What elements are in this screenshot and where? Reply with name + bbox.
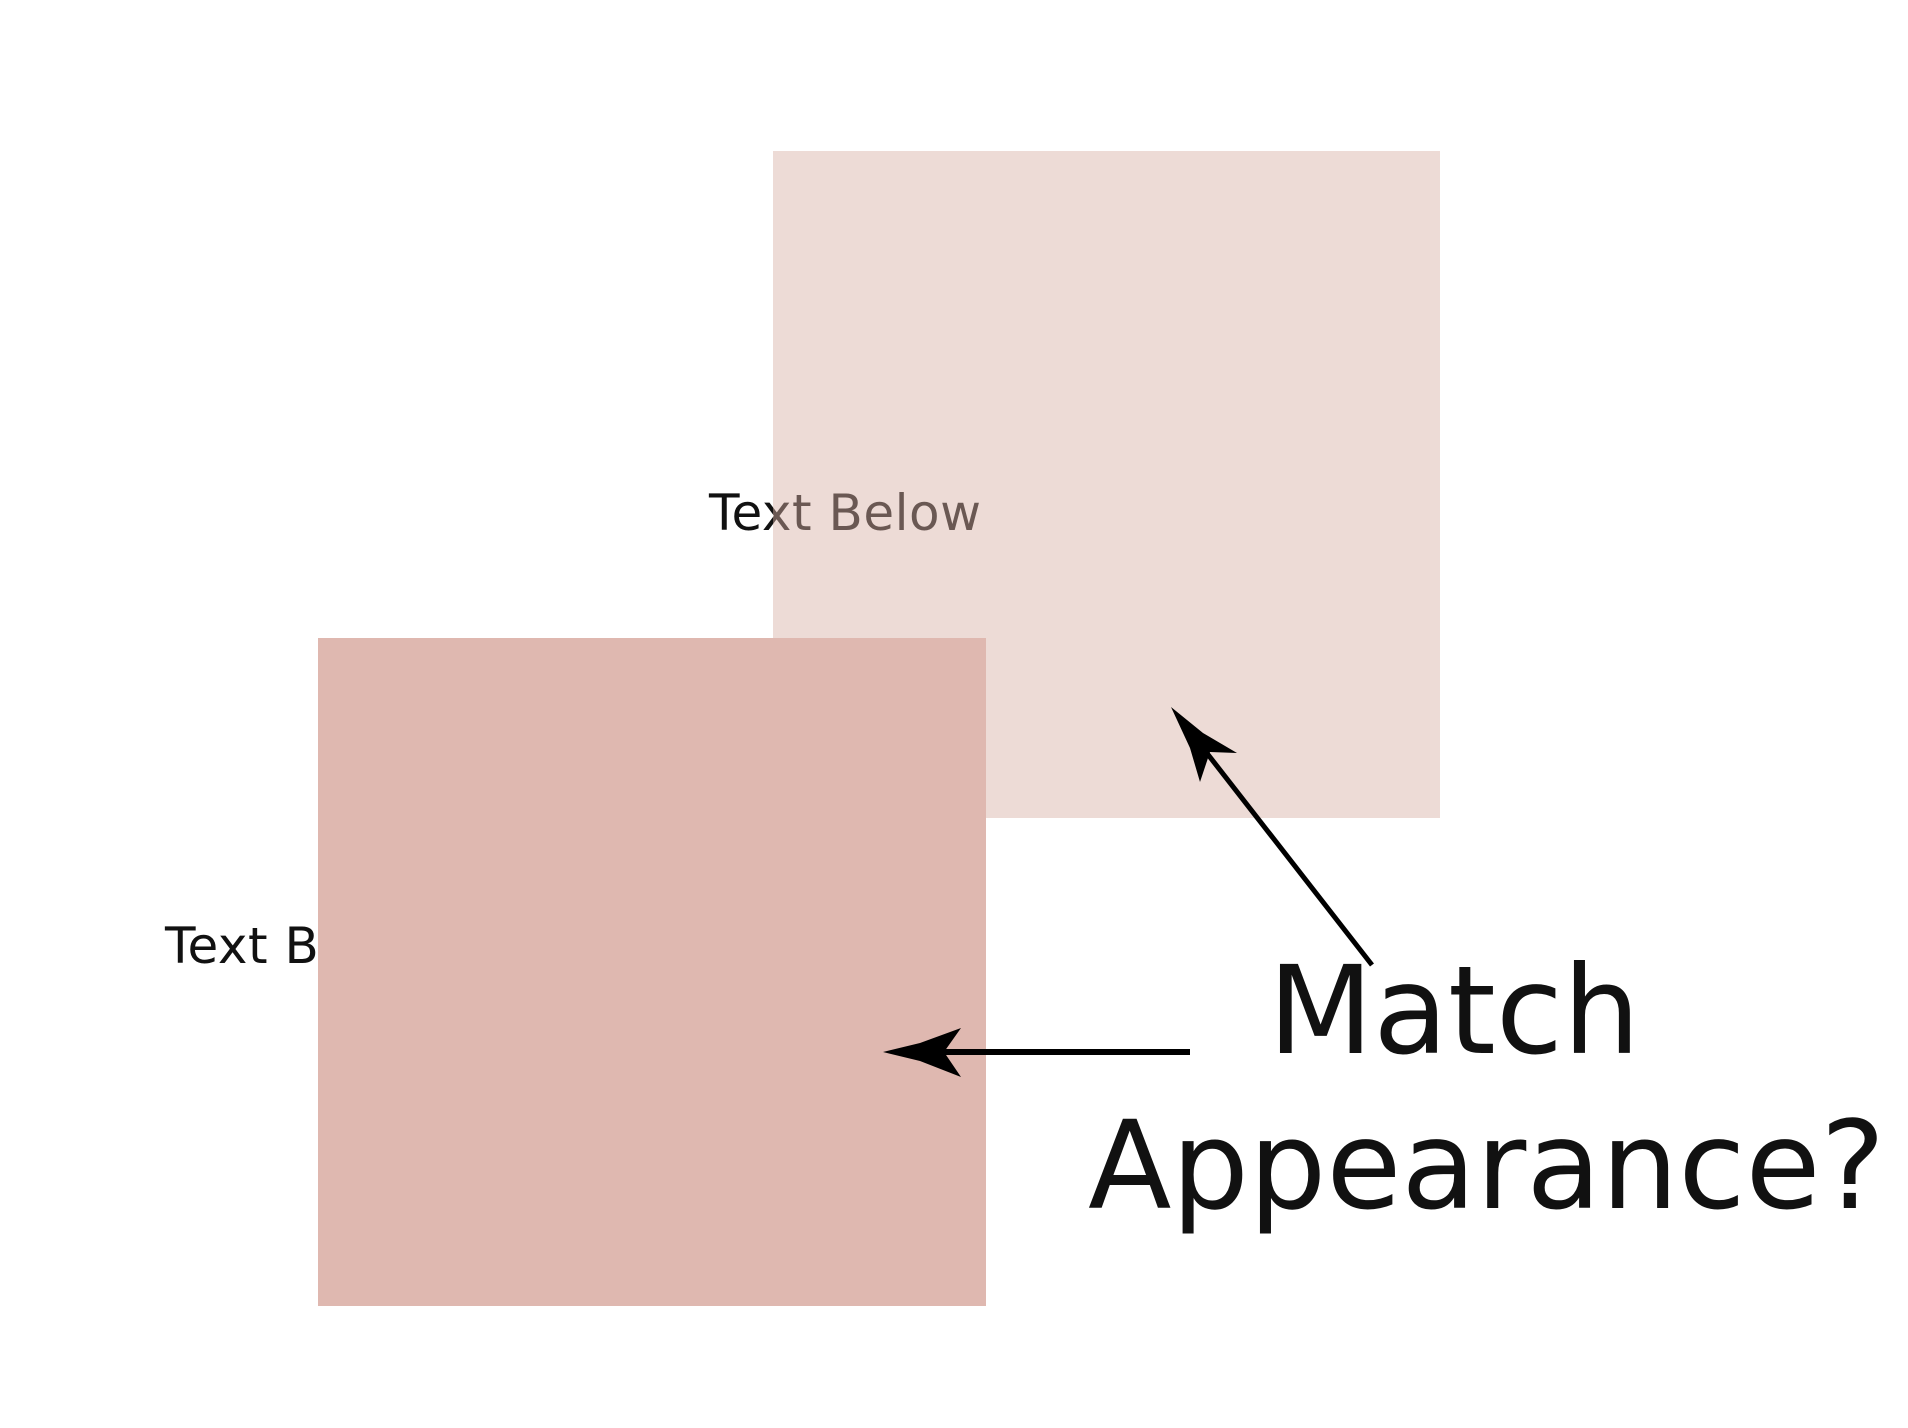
diagonal-arrowhead (1171, 707, 1237, 782)
text-below-label-top: Text Below (709, 484, 982, 542)
diagonal-arrow (1171, 707, 1374, 967)
horizontal-arrow (883, 1028, 1190, 1077)
caption-match: Match (1268, 940, 1641, 1082)
caption-appearance: Appearance? (1088, 1095, 1886, 1237)
horizontal-arrowhead (883, 1028, 961, 1077)
diagonal-arrow-shaft (1204, 750, 1374, 967)
opaque-square (318, 638, 986, 1306)
